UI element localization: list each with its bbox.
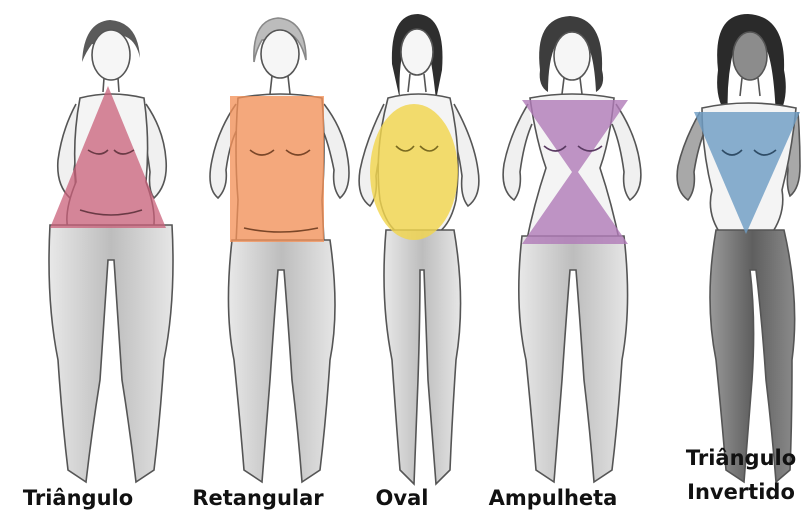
label-inverted-triangle-line1: Triângulo [680, 446, 802, 470]
figure-oval [359, 14, 479, 484]
label-hourglass-text: Ampulheta [478, 486, 628, 510]
label-oval: Oval [370, 486, 434, 510]
head-figure-oval [401, 29, 433, 75]
figure-rectangle [210, 18, 349, 482]
legs-figure-triangle [49, 225, 173, 482]
legs-figure-hourglass [519, 236, 628, 482]
head-figure-triangle [92, 30, 130, 80]
legs-figure-inverted-triangle [710, 230, 795, 482]
label-triangle-text: Triângulo [18, 486, 138, 510]
figure-triangle [49, 20, 173, 482]
left-arm-figure-hourglass [503, 104, 532, 200]
legs-figure-oval [384, 230, 461, 484]
figure-hourglass [503, 16, 641, 482]
label-inverted-triangle: Triângulo Invertido [680, 446, 802, 504]
shape-rectangle [230, 96, 324, 242]
shape-oval [370, 104, 458, 240]
head-figure-rectangle [261, 30, 299, 78]
head-figure-hourglass [554, 32, 590, 80]
right-arm-figure-hourglass [612, 104, 641, 200]
label-inverted-triangle-line2: Invertido [680, 480, 802, 504]
label-oval-text: Oval [370, 486, 434, 510]
legs-figure-rectangle [228, 240, 335, 482]
label-triangle: Triângulo [18, 486, 138, 510]
label-rectangle: Retangular [184, 486, 332, 510]
figure-inverted-triangle [677, 14, 800, 482]
head-figure-inverted-triangle [733, 32, 767, 80]
shape-hourglass [522, 100, 628, 244]
label-rectangle-text: Retangular [184, 486, 332, 510]
label-hourglass: Ampulheta [478, 486, 628, 510]
